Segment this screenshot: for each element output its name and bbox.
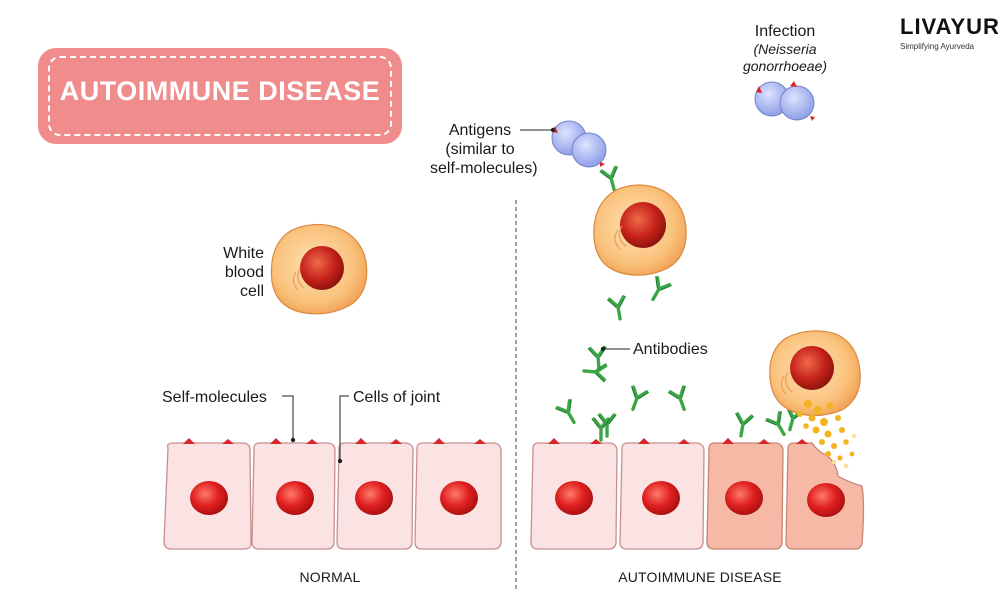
label-leaders: [282, 395, 349, 460]
autoimmune-joint-cells: [530, 438, 865, 550]
attacking-white-blood-cell: [769, 330, 861, 417]
label-self-molecules: Self-molecules: [162, 389, 267, 406]
joint-cell: [619, 442, 705, 550]
brand-logo: LIVAYUR: [900, 14, 1000, 39]
label-antigens: Antigens (similar to self-molecules): [430, 122, 538, 177]
infection-bacterium: [754, 81, 815, 121]
antigen: [551, 120, 607, 168]
joint-cell: [251, 442, 336, 550]
self-molecules: [548, 438, 808, 444]
white-blood-cell: [270, 223, 368, 315]
joint-cell: [530, 442, 618, 550]
label-antibodies: Antibodies: [633, 341, 708, 358]
normal-joint-cells: [163, 438, 502, 550]
label-cells-of-joint: Cells of joint: [353, 389, 441, 406]
damaged-joint-cell: [785, 442, 865, 550]
brand-tagline: Simplifying Ayurveda: [900, 42, 975, 51]
page-title: AUTOIMMUNE DISEASE: [59, 76, 381, 106]
joint-cell: [163, 442, 252, 550]
joint-cell: [414, 442, 502, 550]
title-banner-border: [48, 56, 392, 136]
caption-normal: NORMAL: [299, 569, 361, 585]
label-white-blood-cell: White blood cell: [223, 245, 264, 300]
cell-debris: [797, 400, 855, 461]
title-banner: AUTOIMMUNE DISEASE: [38, 48, 402, 144]
caption-autoimmune: AUTOIMMUNE DISEASE: [618, 569, 782, 585]
label-infection: Infection (Neisseria gonorrhoeae): [742, 23, 828, 74]
damaged-joint-cell: [706, 442, 784, 550]
antibodies-bound: [590, 405, 806, 442]
joint-cell: [336, 442, 414, 550]
self-molecules: [183, 438, 486, 444]
white-blood-cell-activated: [593, 184, 687, 276]
